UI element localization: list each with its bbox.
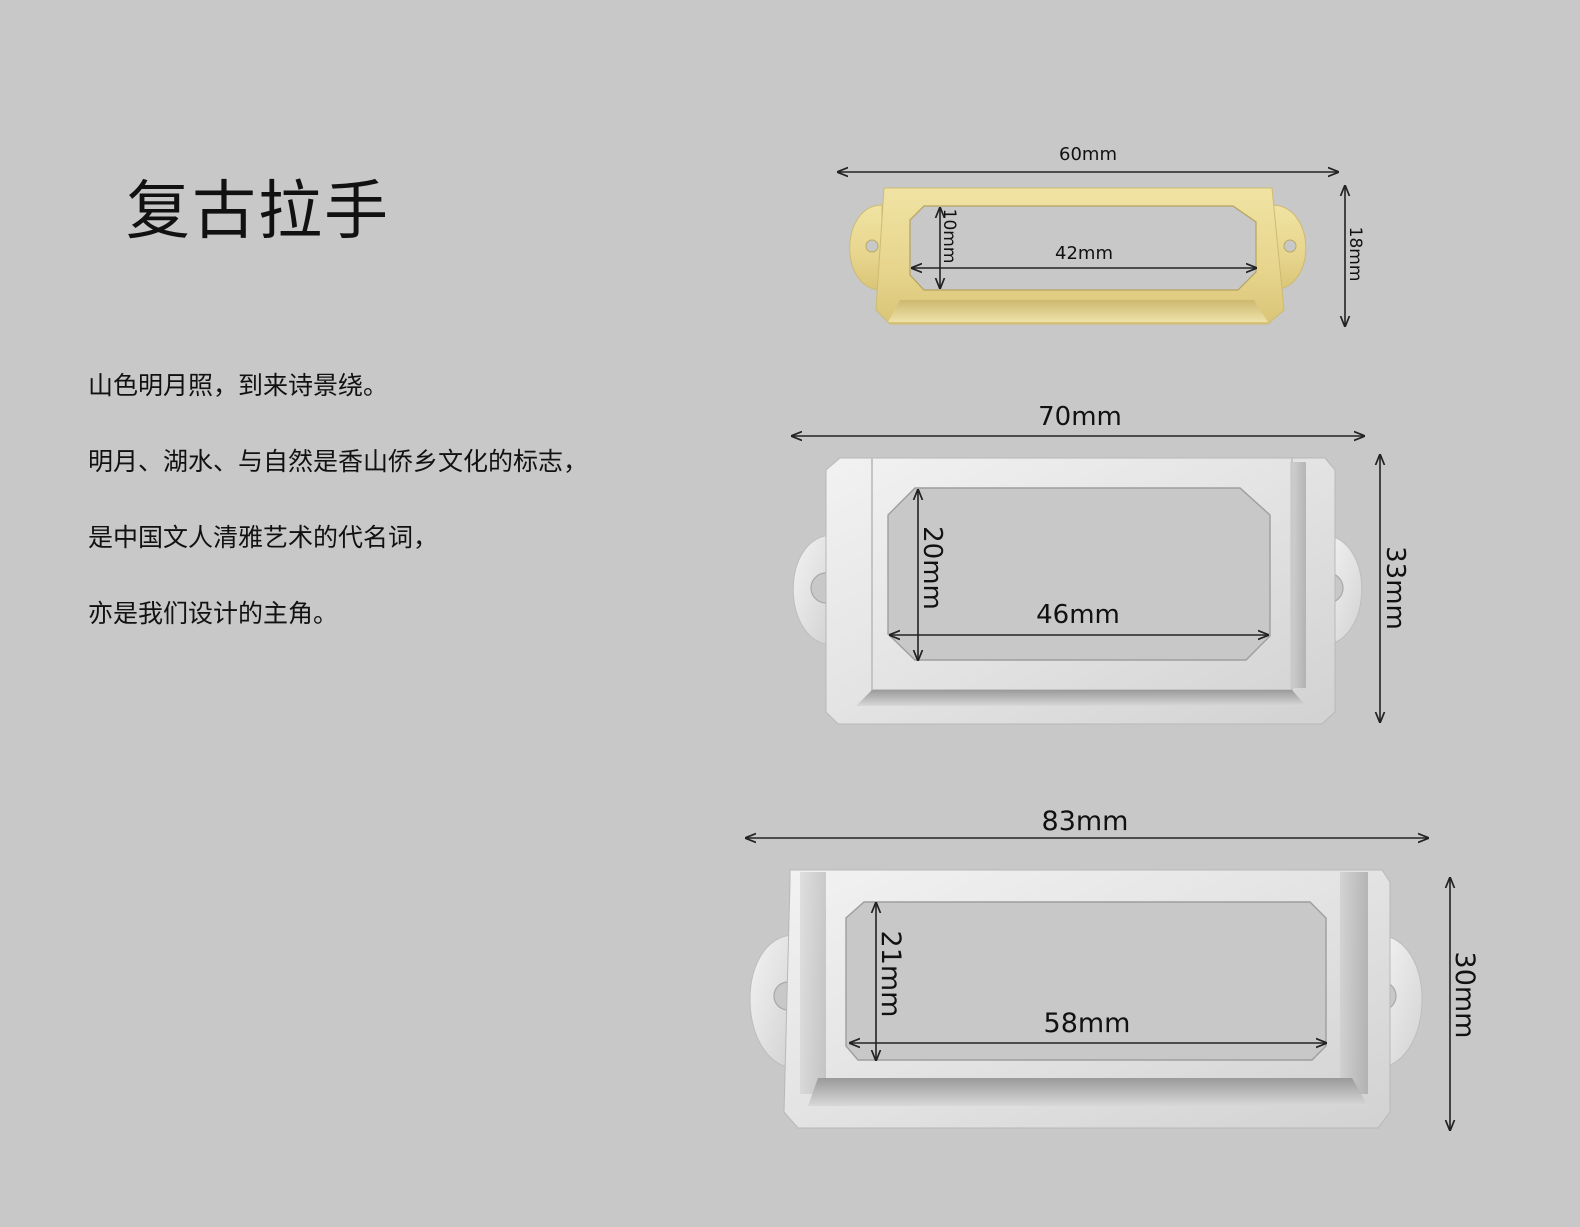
dimension-label-overall-width: 83mm: [1042, 806, 1129, 837]
dimension-label-overall-width: 70mm: [1038, 402, 1122, 432]
handle-ear-left: [749, 934, 793, 1069]
dimension-label-overall-height: 33mm: [1380, 546, 1410, 630]
screw-hole-icon: [1283, 239, 1297, 253]
dimension-label-overall-width: 60mm: [1059, 144, 1117, 165]
handle-window: [845, 901, 1327, 1061]
dimension-label-window-width: 42mm: [1055, 243, 1113, 264]
dimension-label-window-height: 10mm: [939, 209, 959, 264]
handle-window: [887, 487, 1271, 661]
page-title: 复古拉手: [126, 175, 390, 249]
dimension-label-window-height: 20mm: [917, 526, 947, 610]
dimension-label-window-height: 21mm: [875, 931, 906, 1018]
poem-line: 明月、湖水、与自然是香山侨乡文化的标志，: [88, 447, 589, 476]
screw-hole-icon: [865, 239, 879, 253]
dimension-label-window-width: 46mm: [1036, 600, 1120, 630]
poem-text: 山色明月照，到来诗景绕。 明月、湖水、与自然是香山侨乡文化的标志， 是中国文人清…: [88, 368, 588, 672]
poem-line: 山色明月照，到来诗景绕。: [88, 371, 389, 400]
poem-line: 是中国文人清雅艺术的代名词，: [88, 523, 439, 552]
poem-line: 亦是我们设计的主角。: [88, 599, 339, 628]
dimension-label-window-width: 58mm: [1044, 1008, 1131, 1039]
handle-silver-large: [749, 869, 1423, 1129]
handle-silver-medium: [792, 457, 1363, 725]
dimension-label-overall-height: 30mm: [1449, 952, 1480, 1039]
dimension-label-overall-height: 18mm: [1345, 227, 1365, 282]
